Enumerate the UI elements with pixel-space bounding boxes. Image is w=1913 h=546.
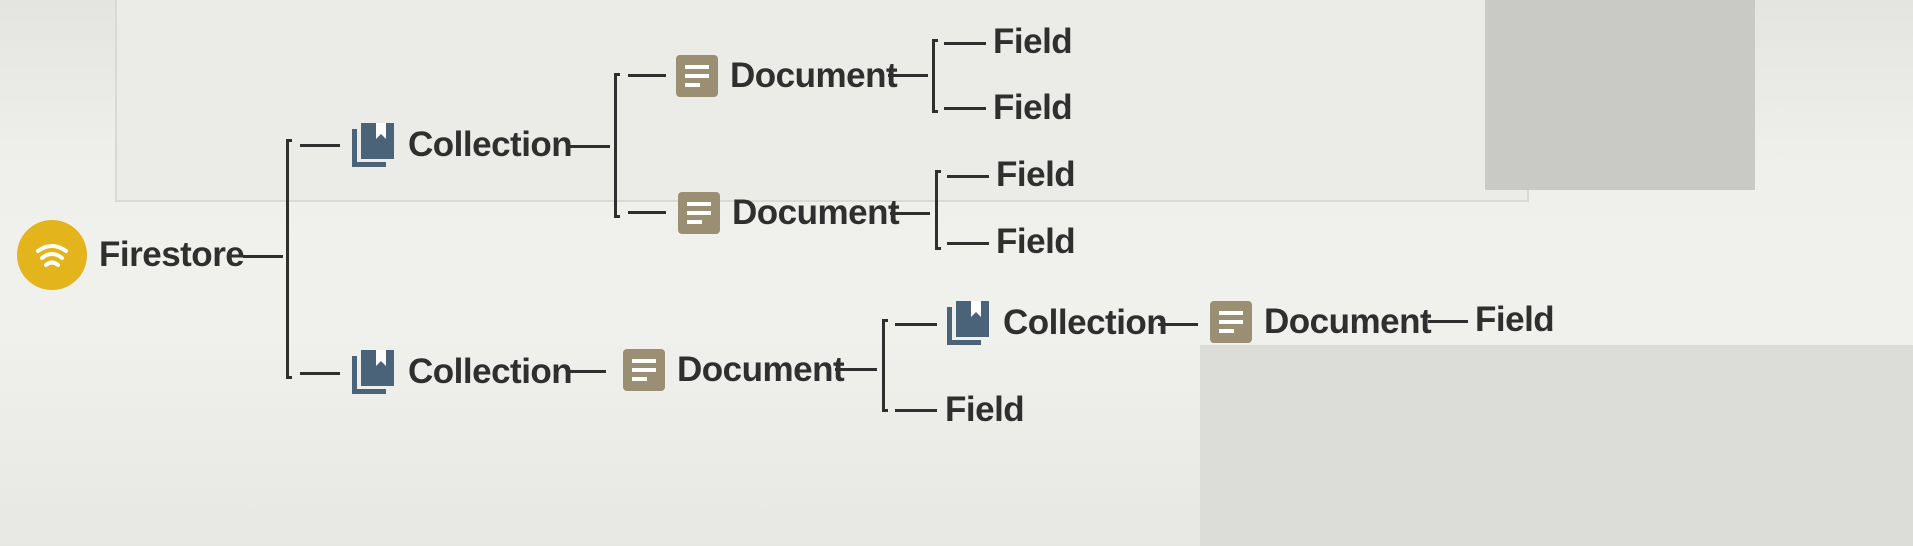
connector-line [895,409,937,412]
field-node: Field [996,155,1076,195]
connector-line [287,376,292,379]
document-node: Document [1210,300,1432,344]
connector-line [614,73,617,218]
document-label: Document [730,56,898,95]
connector-line [615,73,620,76]
background-block [1485,0,1755,190]
connector-line [883,319,888,322]
background-frame [115,0,1529,202]
field-node: Field [993,88,1073,128]
document-node: Document [676,54,898,98]
connector-line [944,107,986,110]
collection-label: Collection [1003,303,1168,342]
document-label: Document [1264,302,1432,341]
connector-line [300,144,340,147]
field-label: Field [993,22,1073,61]
collection-icon [350,121,396,169]
connector-line [935,170,938,250]
field-label: Field [1475,300,1555,339]
connector-line [895,323,937,326]
document-label: Document [732,193,900,232]
collection-icon [350,348,396,396]
field-label: Field [996,155,1076,194]
document-icon [1210,301,1252,343]
connector-line [936,170,941,173]
connector-line [947,242,989,245]
connector-line [888,74,928,77]
field-node: Field [945,390,1025,430]
background-block [1200,345,1913,546]
field-label: Field [945,390,1025,429]
connector-line [947,175,989,178]
document-node: Document [623,348,845,392]
connector-line [300,372,340,375]
document-icon [678,192,720,234]
connector-line [628,211,666,214]
collection-node: Collection [350,347,573,397]
firestore-icon [17,220,87,290]
connector-line [286,139,289,379]
field-label: Field [993,88,1073,127]
collection-node: Collection [350,120,573,170]
connector-line [835,368,877,371]
firestore-node: Firestore [17,220,245,290]
connector-line [936,247,941,250]
connector-line [1428,320,1468,323]
collection-node: Collection [945,298,1168,348]
connector-line [933,110,938,113]
connector-line [932,39,935,113]
collection-label: Collection [408,352,573,391]
document-node: Document [678,191,900,235]
connector-line [944,42,986,45]
field-node: Field [1475,300,1555,340]
firestore-label: Firestore [99,235,245,274]
collection-icon [945,299,991,347]
field-node: Field [996,222,1076,262]
connector-line [568,145,610,148]
connector-line [243,255,283,258]
connector-line [628,74,666,77]
connector-line [882,319,885,412]
collection-label: Collection [408,125,573,164]
document-icon [623,349,665,391]
document-label: Document [677,350,845,389]
field-label: Field [996,222,1076,261]
connector-line [287,139,292,142]
connector-line [566,370,606,373]
connector-line [933,39,938,42]
connector-line [615,215,620,218]
field-node: Field [993,22,1073,62]
connector-line [883,409,888,412]
connector-line [1158,323,1198,326]
connector-line [890,212,930,215]
document-icon [676,55,718,97]
